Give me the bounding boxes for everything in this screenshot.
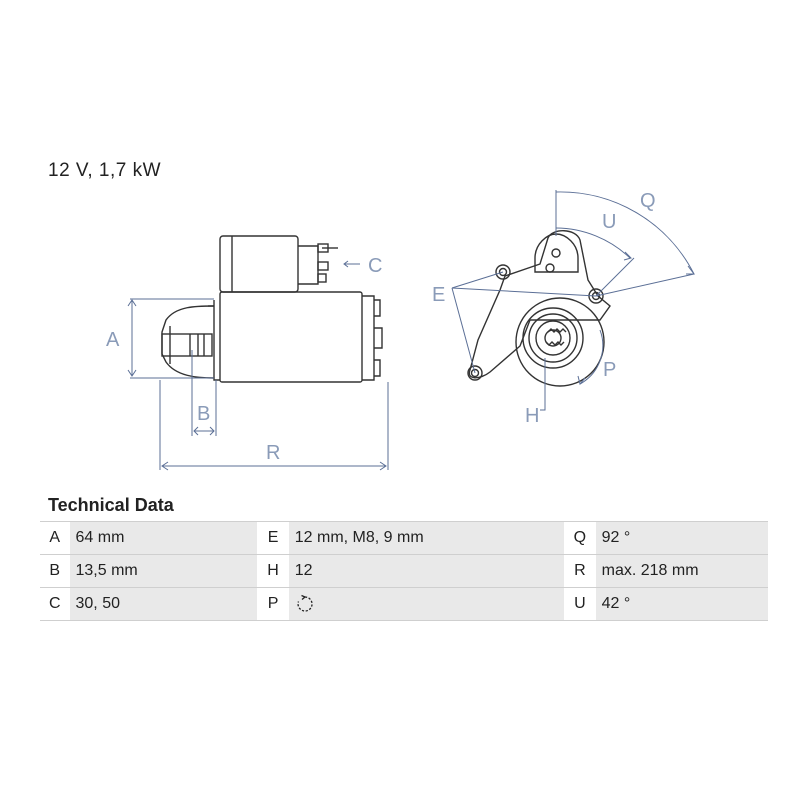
label-A: A	[106, 329, 120, 351]
technical-data-title: Technical Data	[48, 495, 174, 515]
side-view	[161, 235, 383, 383]
table-row: B 13,5 mm H 12 R max. 218 mm	[40, 554, 768, 588]
label-C: C	[368, 255, 382, 277]
end-dimensions	[451, 190, 695, 411]
label-E: E	[432, 284, 445, 306]
table-row: C 30, 50 P U 42 °	[40, 587, 768, 621]
spec-value: 13,5 mm	[69, 554, 258, 588]
side-dimensions	[127, 260, 389, 471]
spec-value-rotation	[288, 587, 565, 621]
spec-value: 12	[288, 554, 565, 588]
spec-value: 30, 50	[69, 587, 258, 621]
label-U: U	[602, 211, 616, 233]
spec-key: E	[257, 521, 289, 555]
spec-key: C	[40, 587, 70, 621]
motor-body	[219, 291, 363, 383]
end-view	[467, 230, 611, 387]
end-body	[515, 297, 605, 387]
label-H: H	[525, 405, 539, 427]
spec-value: max. 218 mm	[595, 554, 768, 588]
pinion	[161, 333, 213, 357]
spec-key: Q	[564, 521, 596, 555]
spec-value: 64 mm	[69, 521, 258, 555]
spec-key: A	[40, 521, 70, 555]
spec-key: U	[564, 587, 596, 621]
label-Q: Q	[640, 190, 656, 212]
spec-key: R	[564, 554, 596, 588]
spec-key: H	[257, 554, 289, 588]
technical-data-table: A 64 mm E 12 mm, M8, 9 mm Q 92 ° B 13,5 …	[40, 521, 768, 621]
table-row: A 64 mm E 12 mm, M8, 9 mm Q 92 °	[40, 521, 768, 555]
spec-key: P	[257, 587, 289, 621]
starter-motor-drawing: A B R C E H P Q U	[106, 190, 695, 471]
spec-value: 42 °	[595, 587, 768, 621]
mounting-flange	[468, 230, 611, 379]
label-B: B	[197, 403, 210, 425]
label-R: R	[266, 442, 280, 464]
label-P: P	[603, 359, 616, 381]
spec-key: B	[40, 554, 70, 588]
spec-value: 12 mm, M8, 9 mm	[288, 521, 565, 555]
spec-value: 92 °	[595, 521, 768, 555]
spec-line: 12 V, 1,7 kW	[48, 160, 162, 181]
clockwise-rotation-icon	[297, 594, 313, 612]
